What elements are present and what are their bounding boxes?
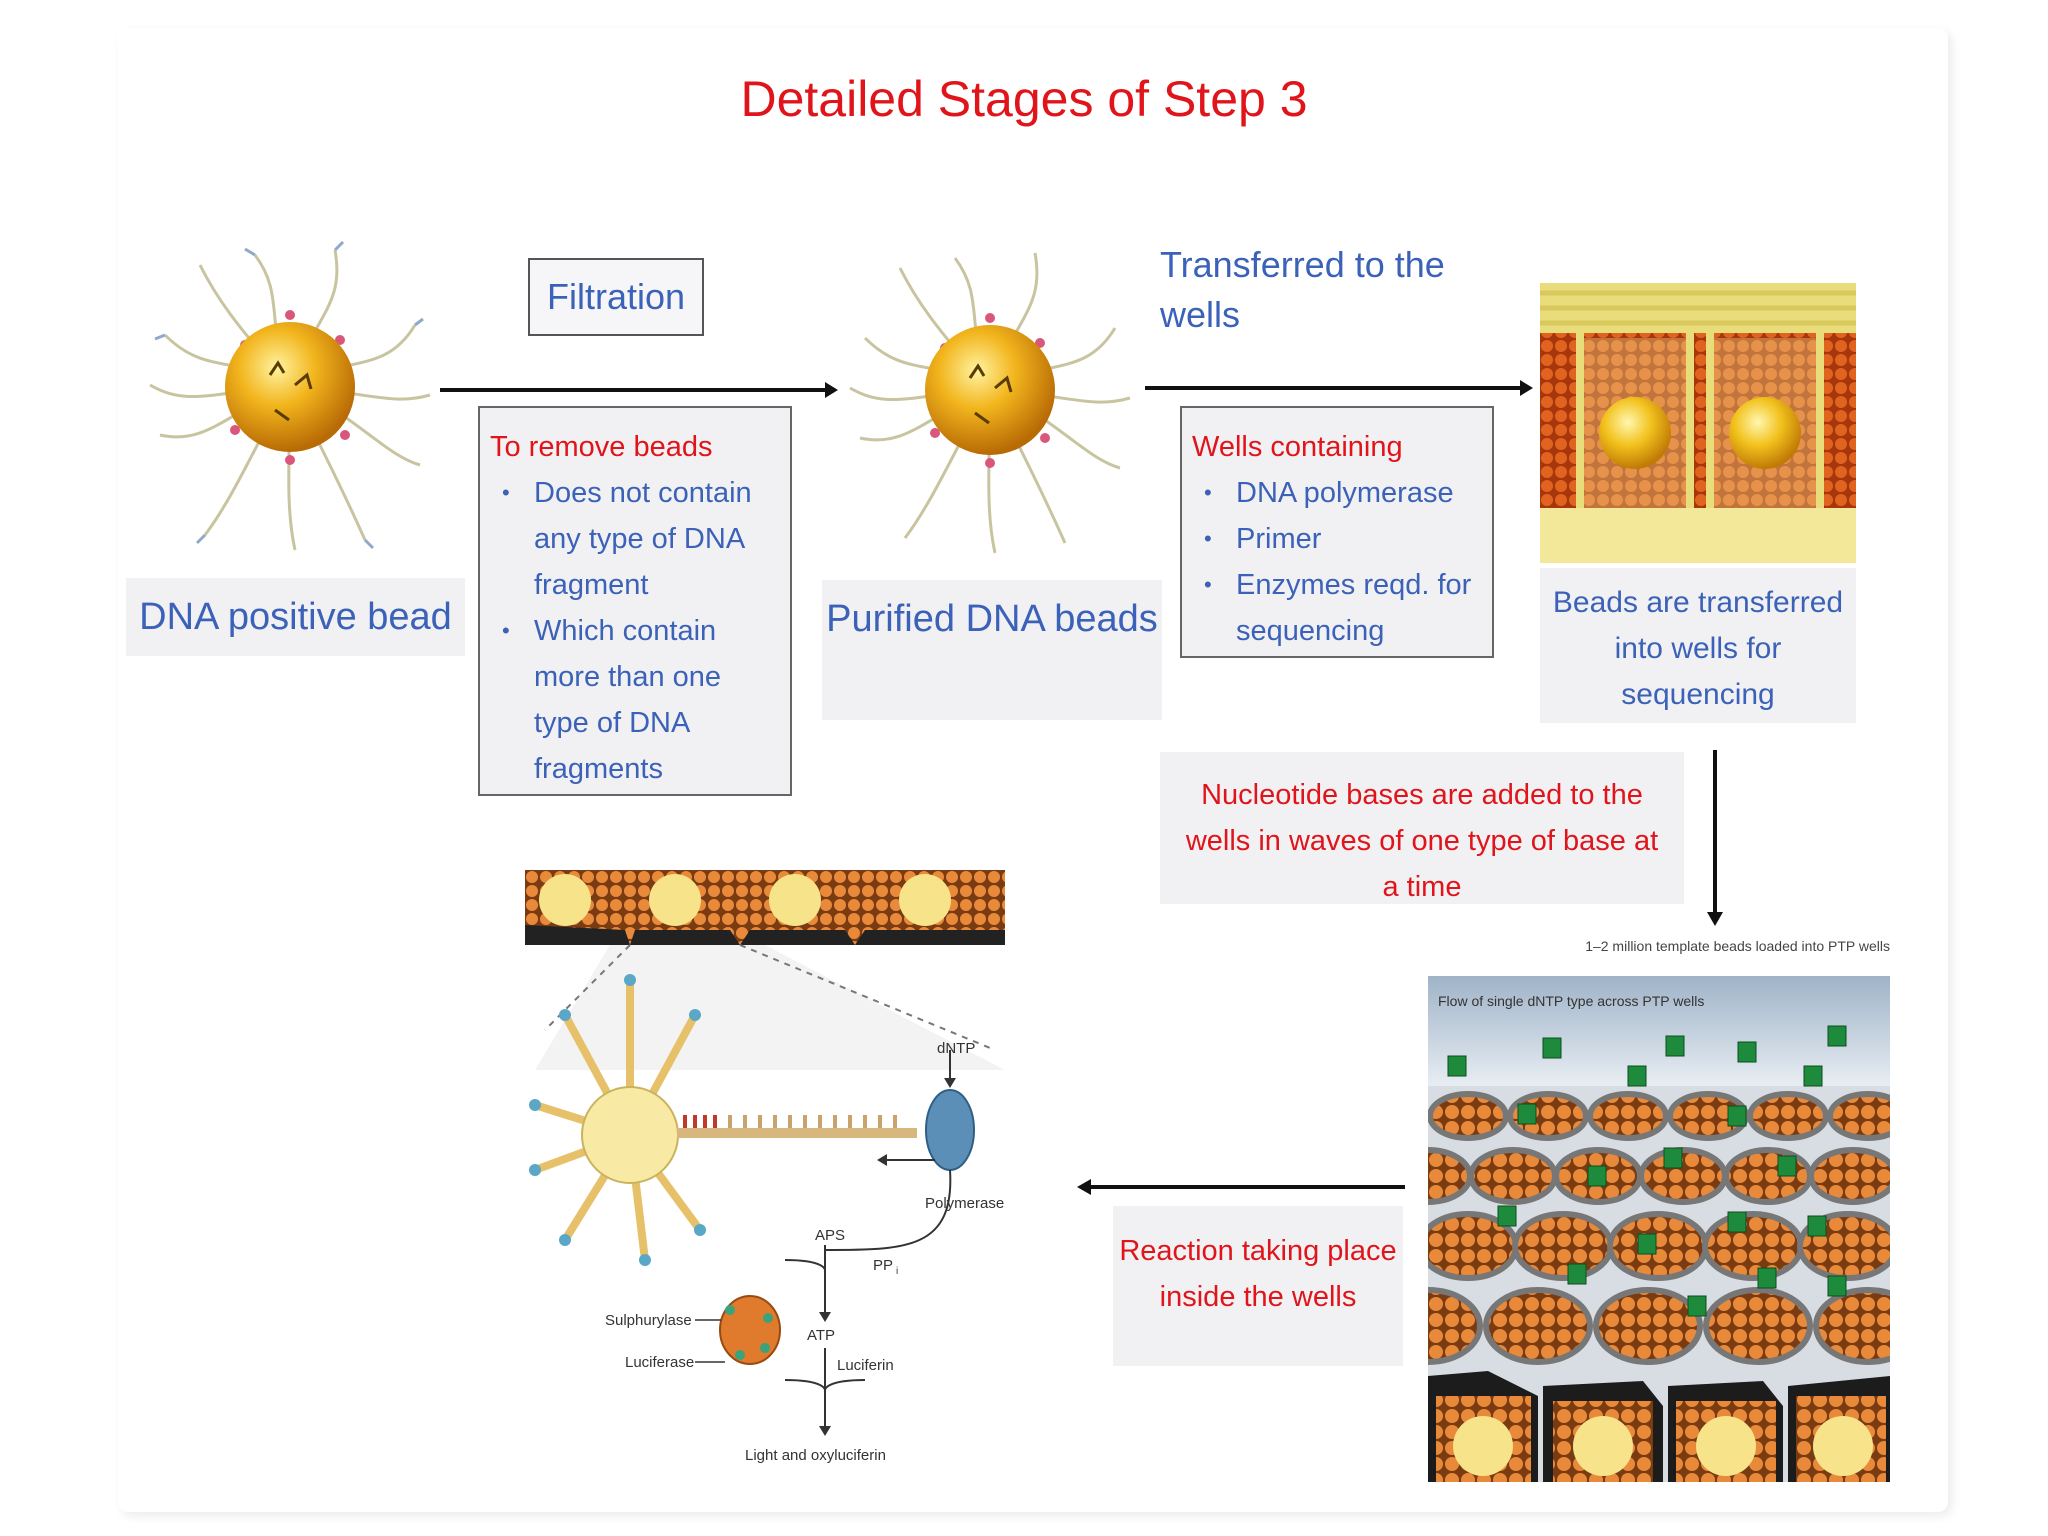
dna-positive-bead-label: DNA positive bead (126, 578, 465, 656)
atp-text: ATP (807, 1327, 835, 1344)
filtration-box: To remove beads Does not contain any typ… (478, 406, 792, 796)
luciferase-text: Luciferase (625, 1354, 694, 1371)
ppi-sub-text: i (896, 1266, 898, 1277)
ptp-wells-image: Flow of single dNTP type across PTP well… (1428, 976, 1890, 1482)
filtration-bullet-2: Which contain more than one type of DNA … (490, 608, 780, 792)
wells-image (1540, 283, 1856, 563)
dntp-text: dNTP (937, 1040, 975, 1057)
wells-bullet-3: Enzymes reqd. for sequencing (1192, 562, 1482, 654)
filtration-label: Filtration (528, 258, 704, 336)
aps-text: APS (815, 1227, 845, 1244)
ptp-flow-label: Flow of single dNTP type across PTP well… (1438, 993, 1704, 1009)
arrow-transfer (1145, 380, 1533, 396)
sulphurylase-text: Sulphurylase (605, 1312, 692, 1329)
transfer-label: Transferred to the wells (1160, 244, 1445, 335)
ptp-caption: 1–2 million template beads loaded into P… (1585, 938, 1890, 954)
wells-label: Beads are transferred into wells for seq… (1540, 568, 1856, 723)
purified-bead-image (849, 252, 1131, 554)
arrow-filtration (440, 382, 838, 398)
polymerase-text: Polymerase (925, 1195, 1004, 1212)
wells-box-heading: Wells containing (1192, 431, 1403, 463)
purified-bead-label: Purified DNA beads (822, 580, 1162, 720)
light-output-text: Light and oxyluciferin (745, 1447, 886, 1464)
wells-box: Wells containing DNA polymerase Primer E… (1180, 406, 1494, 658)
filtration-box-heading: To remove beads (490, 431, 713, 463)
wells-bullet-2: Primer (1192, 516, 1482, 562)
nucleotide-note: Nucleotide bases are added to the wells … (1160, 752, 1684, 904)
reaction-note: Reaction taking place inside the wells (1113, 1206, 1403, 1366)
luciferin-text: Luciferin (837, 1357, 894, 1374)
arrow-left (1077, 1179, 1405, 1195)
page-title: Detailed Stages of Step 3 (740, 71, 1308, 127)
reaction-diagram: dNTP Polymerase PP i APS ATP Luciferin L… (525, 870, 1005, 1464)
arrow-down (1707, 750, 1723, 926)
filtration-bullet-1: Does not contain any type of DNA fragmen… (490, 470, 780, 608)
dna-positive-bead-image (149, 240, 431, 551)
wells-bullet-1: DNA polymerase (1192, 470, 1482, 516)
ppi-text: PP (873, 1257, 893, 1274)
